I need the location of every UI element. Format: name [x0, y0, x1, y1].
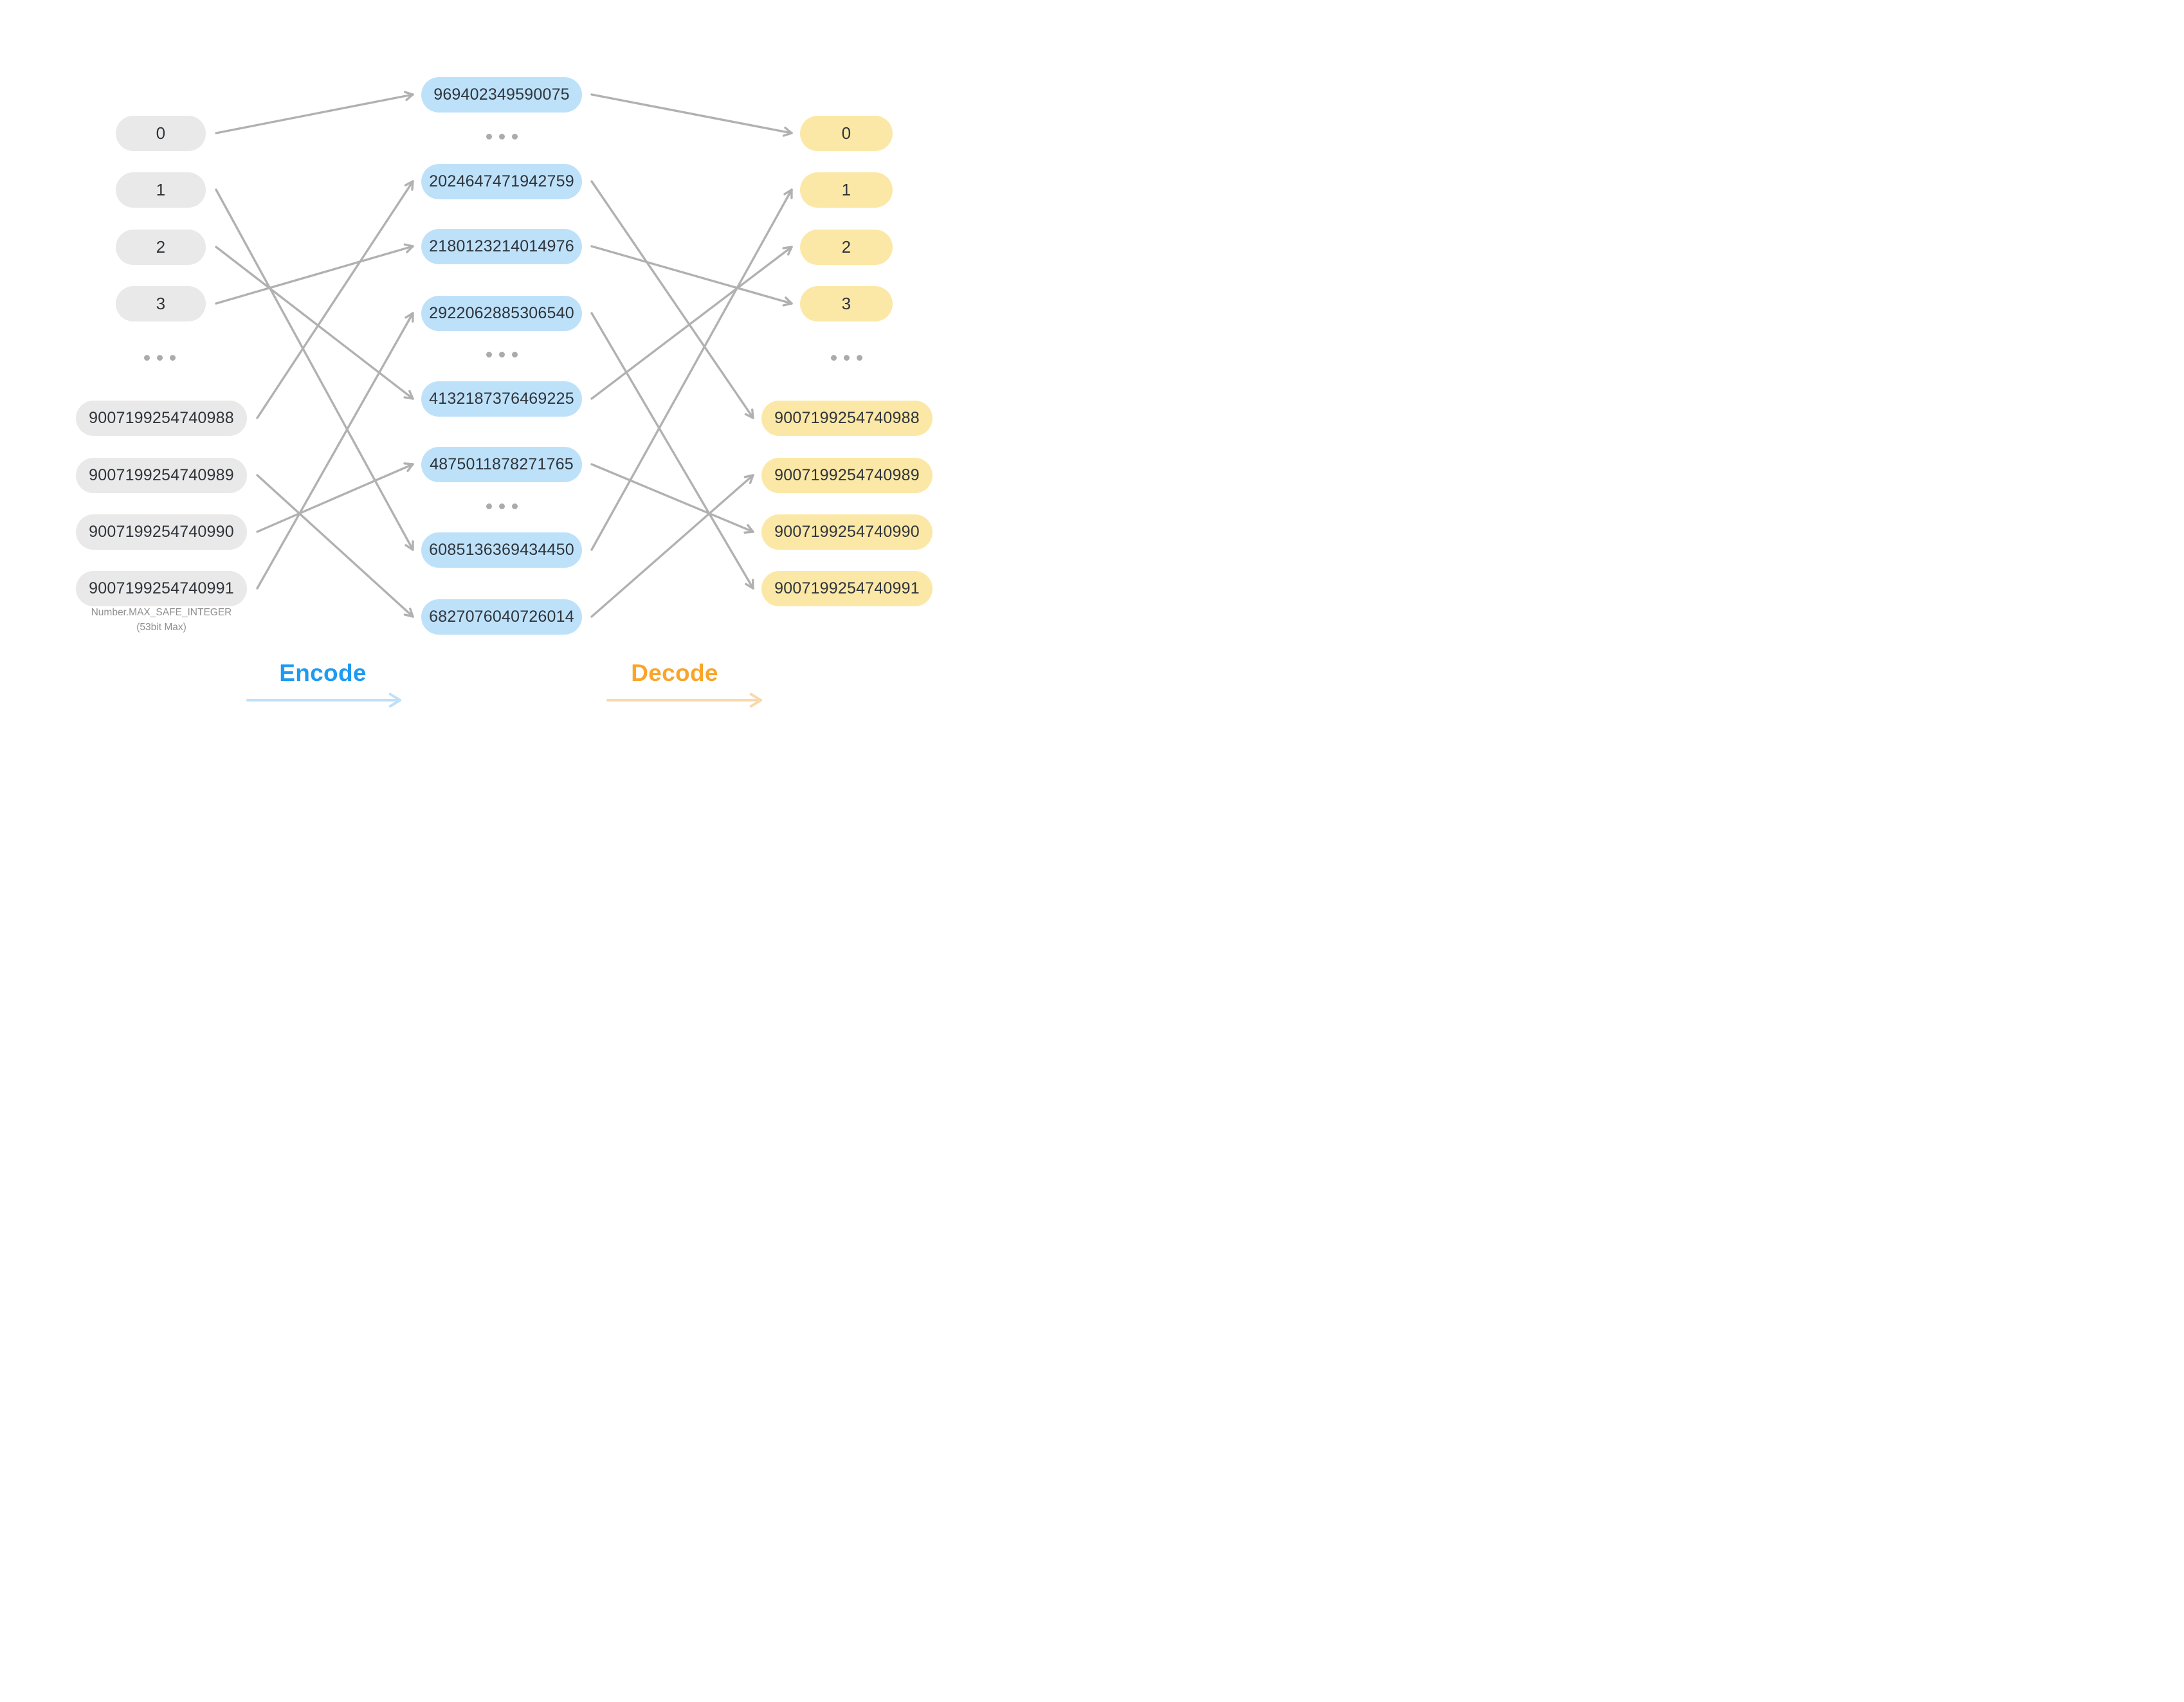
input-pill-9007199254740988: 9007199254740988 — [76, 400, 247, 436]
max-safe-integer-note: Number.MAX_SAFE_INTEGER (53bit Max) — [76, 605, 247, 635]
ellipsis-dot — [486, 351, 492, 358]
ellipsis-dot — [511, 503, 518, 509]
input-pill-0: 0 — [116, 115, 206, 151]
decoded-pill-1: 1 — [800, 172, 893, 208]
input-pill-2: 2 — [116, 229, 206, 265]
encoded-pill-6827076040726014: 6827076040726014 — [421, 599, 582, 635]
ellipsis-dot — [486, 503, 492, 509]
decoded-pill-0: 0 — [800, 115, 893, 151]
encoded-pill-4132187376469225: 4132187376469225 — [421, 381, 582, 417]
encoded-ellipsis — [486, 351, 518, 358]
input-pill-9007199254740989: 9007199254740989 — [76, 457, 247, 493]
decoded-pill-2: 2 — [800, 229, 893, 265]
ellipsis-dot — [486, 133, 492, 140]
encoded-pill-2180123214014976: 2180123214014976 — [421, 228, 582, 264]
ellipsis-dot — [498, 503, 505, 509]
ellipsis-dot — [843, 354, 850, 361]
encoded-ellipsis — [486, 503, 518, 509]
decoded-ellipsis — [830, 354, 862, 361]
ellipsis-dot — [830, 354, 837, 361]
ellipsis-dot — [511, 133, 518, 140]
decode-label: Decode — [631, 660, 718, 686]
decoded-pill-9007199254740990: 9007199254740990 — [761, 514, 933, 550]
input-pill-9007199254740991: 9007199254740991 — [76, 570, 247, 606]
decoded-pill-9007199254740991: 9007199254740991 — [761, 570, 933, 606]
input-ellipsis — [143, 354, 176, 361]
encoded-pill-2024647471942759: 2024647471942759 — [421, 163, 582, 199]
decoded-pill-3: 3 — [800, 285, 893, 321]
encoded-pill-969402349590075: 969402349590075 — [421, 77, 582, 113]
diagram-canvas: 0 1 2 3 9007199254740988 9007199254740989 9007… — [0, 0, 994, 775]
input-pill-3: 3 — [116, 285, 206, 321]
connection-arrows — [215, 91, 793, 708]
footnote-line-1: Number.MAX_SAFE_INTEGER — [91, 607, 232, 618]
ellipsis-dot — [856, 354, 862, 361]
encoded-pill-2922062885306540: 2922062885306540 — [421, 295, 582, 331]
encoded-pill-6085136369434450: 6085136369434450 — [421, 532, 582, 568]
ellipsis-dot — [156, 354, 163, 361]
input-pill-9007199254740990: 9007199254740990 — [76, 514, 247, 550]
ellipsis-dot — [169, 354, 176, 361]
input-pill-1: 1 — [116, 172, 206, 208]
decoded-pill-9007199254740989: 9007199254740989 — [761, 457, 933, 493]
ellipsis-dot — [511, 351, 518, 358]
encoded-pill-4875011878271765: 4875011878271765 — [421, 446, 582, 482]
encode-label: Encode — [279, 660, 367, 686]
encoded-ellipsis — [486, 133, 518, 140]
decoded-pill-9007199254740988: 9007199254740988 — [761, 400, 933, 436]
ellipsis-dot — [143, 354, 150, 361]
ellipsis-dot — [498, 133, 505, 140]
footnote-line-2: (53bit Max) — [136, 622, 187, 633]
ellipsis-dot — [498, 351, 505, 358]
